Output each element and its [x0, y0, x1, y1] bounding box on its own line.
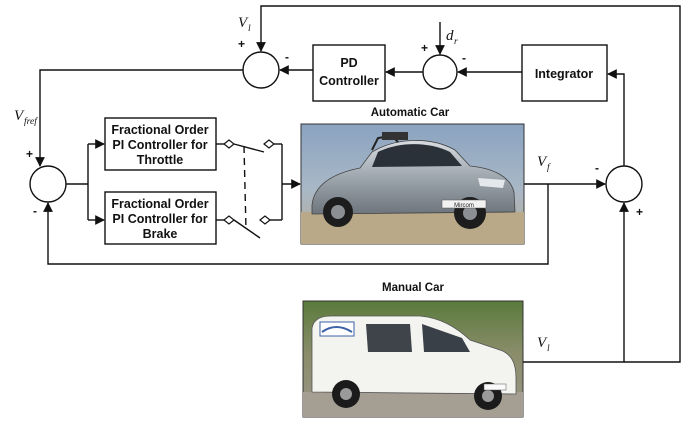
integrator-block: Integrator [521, 44, 608, 102]
j1-minus-sign: - [33, 204, 37, 218]
car-plate-text: Mircom [454, 203, 474, 209]
v-fref-label: V fref [14, 108, 38, 127]
vfref-line [35, 69, 243, 167]
brake-controller-block: Fractional Order PI Controller for Brake [104, 191, 217, 245]
pd-controller-block: PD Controller [312, 44, 386, 102]
j4-minus-sign: - [595, 161, 599, 175]
automatic-car-caption: Automatic Car [371, 107, 450, 119]
svg-text:d: d [446, 28, 454, 44]
summing-junction-4 [605, 165, 643, 203]
j2-plus-sign: + [238, 37, 245, 51]
v-f-label: V f [537, 154, 551, 173]
svg-text:V: V [537, 154, 548, 170]
throttle-label-line3: Throttle [137, 153, 184, 167]
manual-car-photo [302, 300, 524, 418]
throttle-label-line1: Fractional Order [111, 123, 208, 137]
j2-minus-sign: - [285, 50, 289, 64]
brake-label-line3: Brake [143, 227, 178, 241]
svg-text:f: f [547, 162, 551, 173]
integrator-label: Integrator [535, 67, 593, 81]
pd-label-line2: Controller [319, 74, 379, 88]
brake-label-line1: Fractional Order [111, 197, 208, 211]
vl-right-line [523, 202, 629, 363]
j4-plus-sign: + [636, 205, 643, 219]
v-l-right-label: V l [537, 335, 550, 354]
vf-feedback-line [43, 184, 549, 265]
manual-car-caption: Manual Car [382, 282, 445, 294]
svg-text:l: l [547, 344, 550, 354]
brake-label-line2: PI Controller for [112, 212, 207, 226]
j3-minus-sign: - [462, 51, 466, 65]
svg-text:V: V [537, 335, 548, 351]
automatic-car-photo: Mircom [300, 123, 525, 245]
summing-junction-3 [422, 54, 458, 90]
actuator-switch [216, 139, 283, 239]
throttle-controller-block: Fractional Order PI Controller for Throt… [104, 117, 217, 171]
d-r-label: d r [446, 28, 458, 47]
svg-text:r: r [454, 37, 458, 47]
j3-plus-sign: + [421, 41, 428, 55]
v-l-top-label: V l [238, 15, 251, 34]
svg-text:V: V [14, 108, 25, 124]
summing-junction-2 [242, 51, 280, 89]
vl-top-feedback-line [256, 5, 681, 363]
j1-plus-sign: + [26, 147, 33, 161]
pd-label-line1: PD [340, 56, 357, 70]
throttle-label-line2: PI Controller for [112, 138, 207, 152]
svg-text:fref: fref [24, 116, 38, 127]
svg-text:l: l [248, 24, 251, 34]
summing-junction-1 [29, 165, 67, 203]
junction4-to-integrator [607, 69, 625, 166]
svg-text:V: V [238, 15, 249, 31]
